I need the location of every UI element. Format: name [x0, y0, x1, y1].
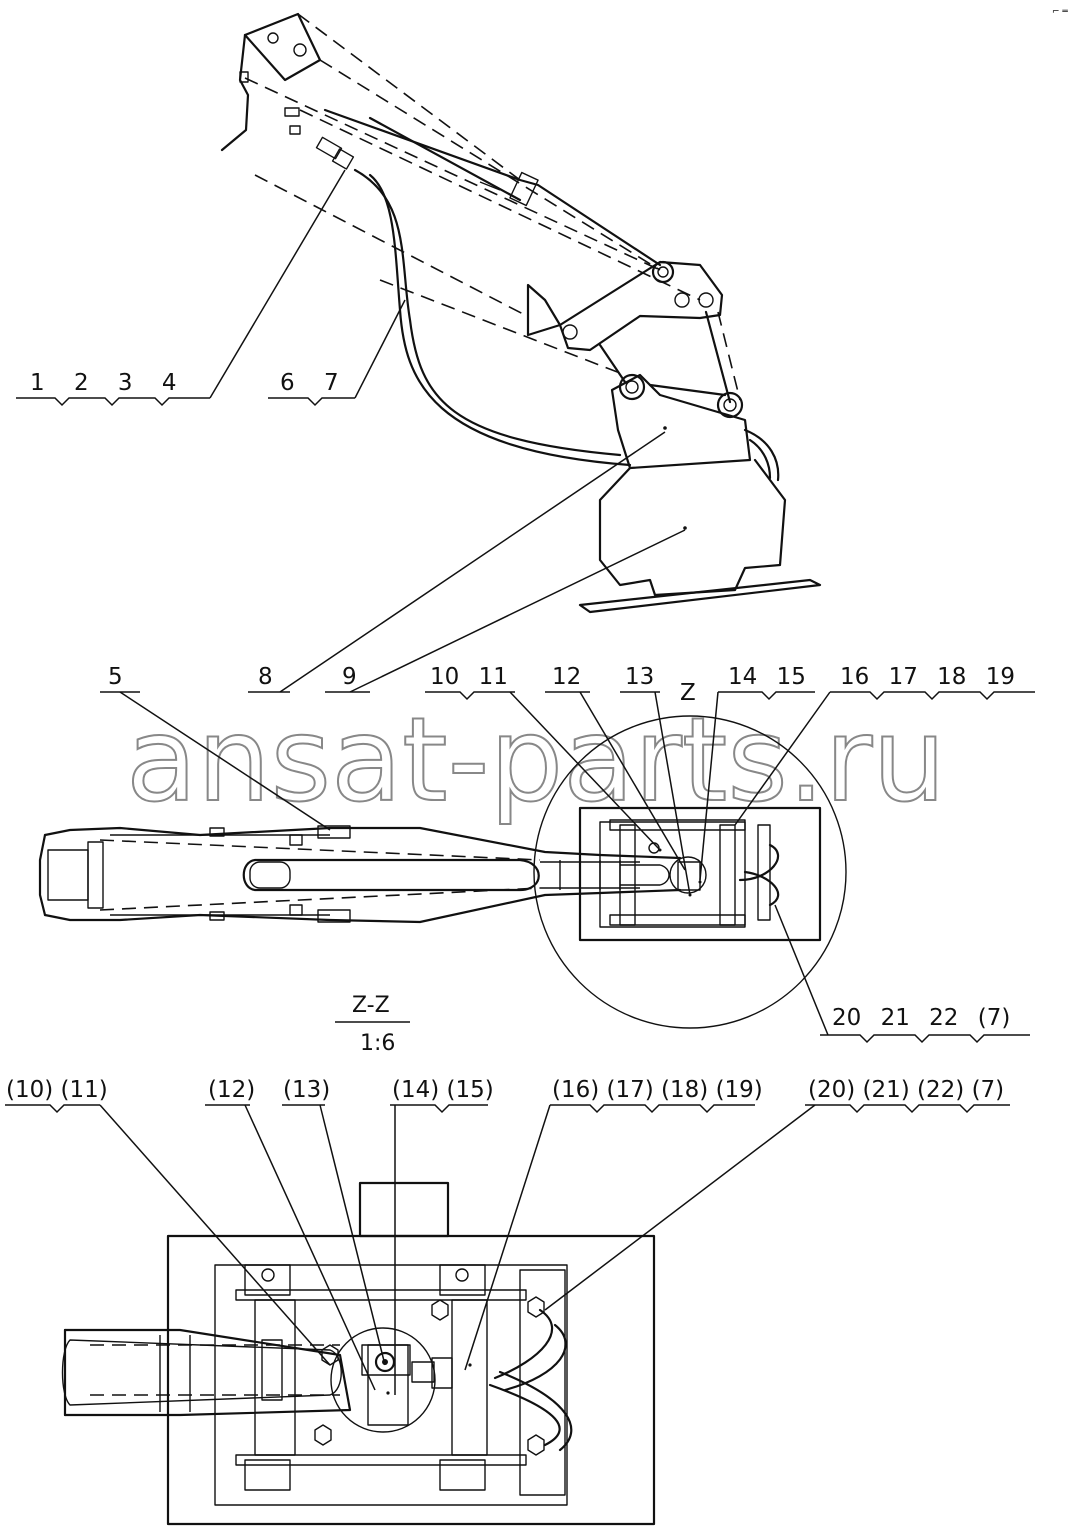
callout-6-7: 6 7 [280, 370, 339, 396]
side-view-arm [220, 12, 822, 614]
callout-13: 13 [625, 664, 654, 690]
callout-12: 12 [552, 664, 581, 690]
detail-z-marker: Z [680, 680, 696, 706]
section-callout-20-7: (20) (21) (22) (7) [808, 1077, 1004, 1103]
callout-5: 5 [108, 664, 123, 690]
section-zz-view [61, 1181, 656, 1526]
callout-8: 8 [258, 664, 273, 690]
watermark: ansat-parts.ru [126, 693, 946, 828]
section-callout-16-19: (16) (17) (18) (19) [552, 1077, 763, 1103]
section-title: Z-Z [352, 993, 390, 1018]
corner-mark: ⌐ ═ [1052, 7, 1068, 17]
callout-1-4: 1 2 3 4 [30, 370, 176, 396]
leader-lines-upper [16, 169, 686, 693]
section-callout-14-15: (14) (15) [392, 1077, 494, 1103]
section-scale: 1:6 [360, 1031, 395, 1056]
callout-9: 9 [342, 664, 357, 690]
callout-16-19: 16 17 18 19 [840, 664, 1015, 690]
callout-20-7: 20 21 22 (7) [832, 1005, 1010, 1031]
section-callout-10-11: (10) (11) [6, 1077, 108, 1103]
callout-14-15: 14 15 [728, 664, 806, 690]
callout-10-11: 10 11 [430, 664, 508, 690]
leader-lines-section [5, 1104, 1010, 1395]
leader-lines-middle [100, 691, 1035, 1044]
section-callout-13: (13) [283, 1077, 330, 1103]
plan-view [38, 715, 847, 1029]
section-callout-12: (12) [208, 1077, 255, 1103]
